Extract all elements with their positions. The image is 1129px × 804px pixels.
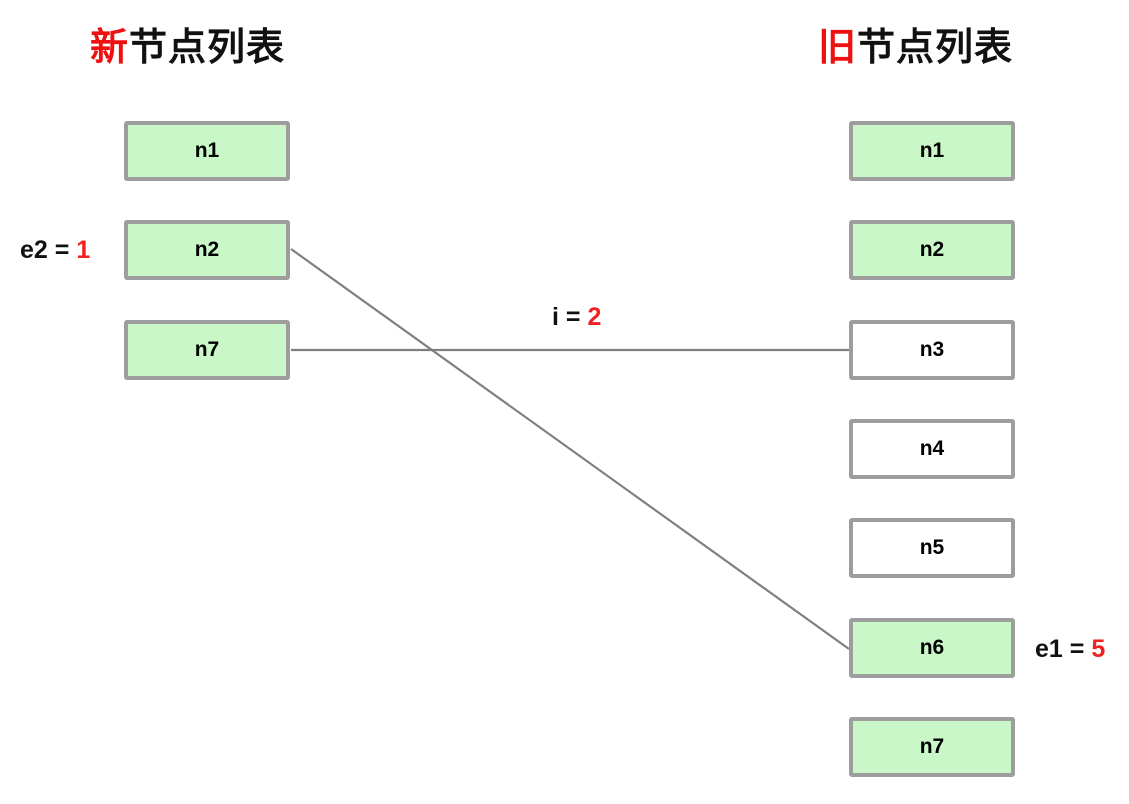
new-node-n1[interactable]: n1 [124, 121, 290, 181]
old-list-title-rest: 节点列表 [857, 27, 1014, 69]
annotation-e1: e1 = 5 [1035, 637, 1105, 662]
annotation-i-value: 2 [587, 303, 602, 331]
old-node-n5[interactable]: n5 [849, 518, 1015, 578]
annotation-i: i = 2 [552, 305, 601, 330]
annotation-e2-equals: = [54, 236, 70, 264]
old-node-n5-label: n5 [919, 536, 945, 559]
new-node-n2[interactable]: n2 [124, 220, 290, 280]
new-node-n2-label: n2 [194, 238, 220, 261]
new-node-n7[interactable]: n7 [124, 320, 290, 380]
old-list-title: 旧节点列表 [818, 29, 1013, 67]
old-node-n1-label: n1 [919, 139, 945, 162]
old-node-n4-label: n4 [919, 437, 945, 460]
new-list-title-rest: 节点列表 [129, 27, 286, 69]
old-node-n2[interactable]: n2 [849, 220, 1015, 280]
old-node-n4[interactable]: n4 [849, 419, 1015, 479]
annotation-e1-name: e1 [1035, 635, 1063, 663]
new-list-title-accent: 新 [90, 27, 130, 69]
annotation-i-name: i [552, 303, 559, 331]
old-node-n6-label: n6 [919, 636, 945, 659]
old-node-n3-label: n3 [919, 338, 945, 361]
old-node-n1[interactable]: n1 [849, 121, 1015, 181]
old-node-n6[interactable]: n6 [849, 618, 1015, 678]
annotation-e1-value: 5 [1091, 635, 1106, 663]
new-node-n7-label: n7 [194, 338, 220, 361]
old-node-n2-label: n2 [919, 238, 945, 261]
annotation-e2-value: 1 [76, 236, 91, 264]
annotation-i-equals: = [565, 303, 581, 331]
old-node-n7-label: n7 [919, 735, 945, 758]
old-node-n7[interactable]: n7 [849, 717, 1015, 777]
new-node-n1-label: n1 [194, 139, 220, 162]
new-list-title: 新节点列表 [90, 29, 285, 67]
old-list-title-accent: 旧 [818, 27, 858, 69]
annotation-e1-equals: = [1069, 635, 1085, 663]
old-node-n3[interactable]: n3 [849, 320, 1015, 380]
annotation-e2: e2 = 1 [20, 238, 90, 263]
annotation-e2-name: e2 [20, 236, 48, 264]
